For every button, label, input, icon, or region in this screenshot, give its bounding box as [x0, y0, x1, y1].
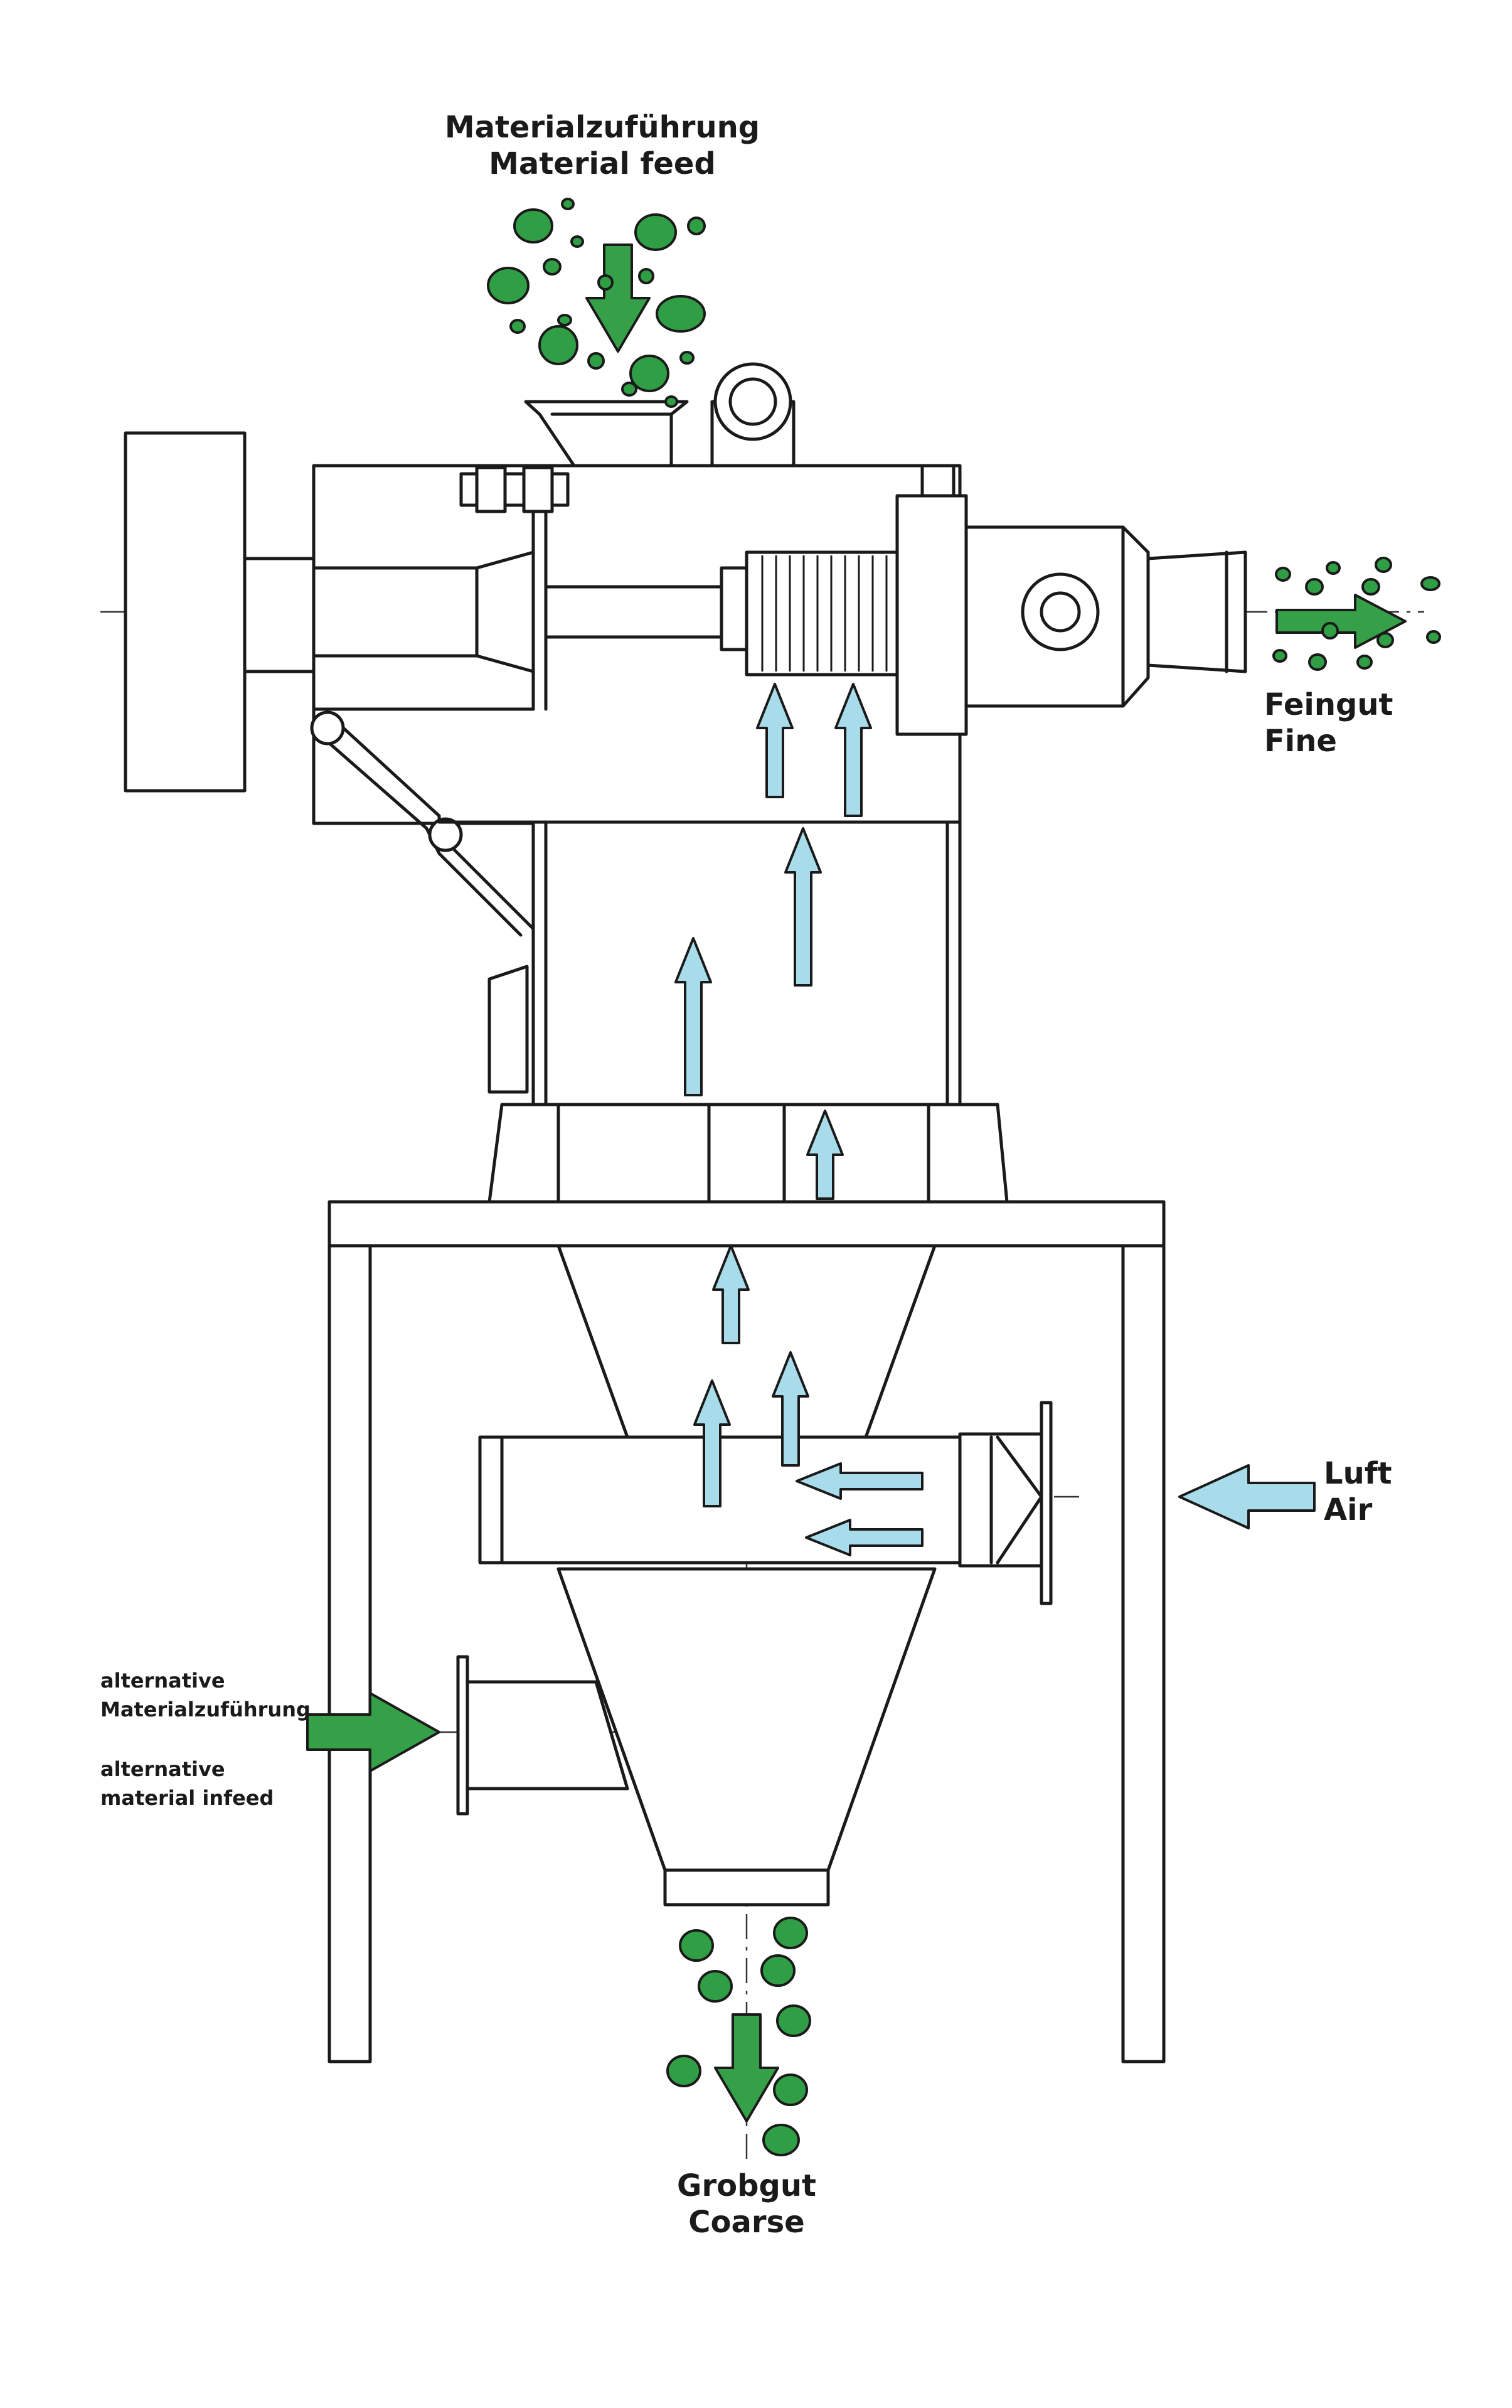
air-arrow [756, 683, 794, 798]
particle [638, 268, 654, 284]
particle [1375, 557, 1392, 573]
lower-funnel [456, 1567, 937, 1907]
particle [1426, 630, 1441, 644]
air-arrow [806, 1110, 844, 1200]
particle [629, 355, 669, 392]
particle [557, 314, 572, 326]
feed-hopper [524, 400, 689, 468]
particle [1305, 578, 1324, 596]
particle [656, 295, 706, 333]
label-fine-en: Fine [1264, 723, 1337, 759]
air-arrow [796, 1462, 924, 1500]
label-fine-de: Feingut [1264, 687, 1393, 722]
particle [1272, 649, 1287, 663]
particle [513, 208, 553, 243]
shaft [544, 585, 748, 639]
label-fine: Feingut Fine [1264, 687, 1393, 759]
label-alt-feed-de-2: Materialzuführung [100, 1698, 311, 1722]
label-alt-feed-en-1: alternative [100, 1757, 225, 1781]
label-alt-feed: alternative Materialzuführung alternativ… [100, 1666, 311, 1813]
particle [1326, 561, 1341, 575]
particle [561, 198, 575, 210]
air-arrow [805, 1519, 924, 1556]
air-arrow [834, 683, 872, 817]
air-flow-arrows [674, 683, 1316, 1556]
label-alt-feed-de-1: alternative [100, 1669, 225, 1693]
particle [698, 1970, 733, 2003]
label-feed-de: Materialzuführung [444, 110, 760, 145]
particle [509, 319, 526, 334]
particle [487, 267, 530, 304]
air-arrow [784, 827, 822, 987]
particle [776, 2004, 811, 2037]
fine-arrow [1275, 594, 1407, 649]
motor [124, 431, 247, 793]
air-arrow [693, 1379, 731, 1507]
top-port [710, 362, 796, 468]
alt-feed-arrow [306, 1692, 440, 1772]
particle [1275, 567, 1291, 582]
label-air: Luft Air [1324, 1456, 1392, 1528]
particle [543, 258, 562, 276]
label-coarse: Grobgut Coarse [627, 2168, 866, 2240]
particle [664, 395, 678, 408]
label-air-de: Luft [1324, 1456, 1392, 1491]
air-arrow [674, 937, 712, 1096]
air-arrow [712, 1244, 750, 1344]
material-flow-arrows [306, 243, 1407, 2122]
particle [773, 1917, 808, 1949]
particle [679, 351, 695, 365]
support-frame [327, 1200, 1166, 2063]
particle [679, 1929, 714, 1962]
label-air-en: Air [1324, 1492, 1373, 1528]
particle [587, 352, 605, 370]
label-coarse-de: Grobgut [677, 2168, 816, 2203]
air-arrow [772, 1351, 809, 1467]
particle [762, 2124, 800, 2156]
particle [621, 382, 637, 397]
particle [1321, 622, 1339, 639]
label-feed-en: Material feed [489, 146, 716, 181]
motor-coupling [243, 557, 316, 673]
air-arrow [1178, 1464, 1316, 1529]
fine-outlet-housing [895, 494, 1247, 736]
upper-funnel [556, 1244, 937, 1439]
particle [1308, 653, 1327, 671]
classifier-wheel [720, 550, 899, 677]
particle [666, 2055, 701, 2087]
label-material-feed: Materialzuführung Material feed [408, 110, 797, 182]
particle [1376, 632, 1394, 648]
particle [773, 2074, 808, 2106]
particle [1356, 655, 1373, 670]
particle [634, 213, 677, 251]
particle [687, 217, 706, 235]
particle [597, 274, 614, 291]
classifier-body [310, 707, 1009, 1204]
feed-arrow [585, 243, 651, 353]
particle [1420, 576, 1440, 591]
coarse-arrow [714, 2013, 779, 2122]
particle [760, 1954, 796, 1987]
particle [1361, 578, 1380, 596]
particle [570, 235, 584, 248]
material-particles [487, 198, 1441, 2156]
label-coarse-en: Coarse [688, 2204, 805, 2240]
label-alt-feed-en-2: material infeed [100, 1786, 274, 1811]
particle [538, 325, 578, 365]
